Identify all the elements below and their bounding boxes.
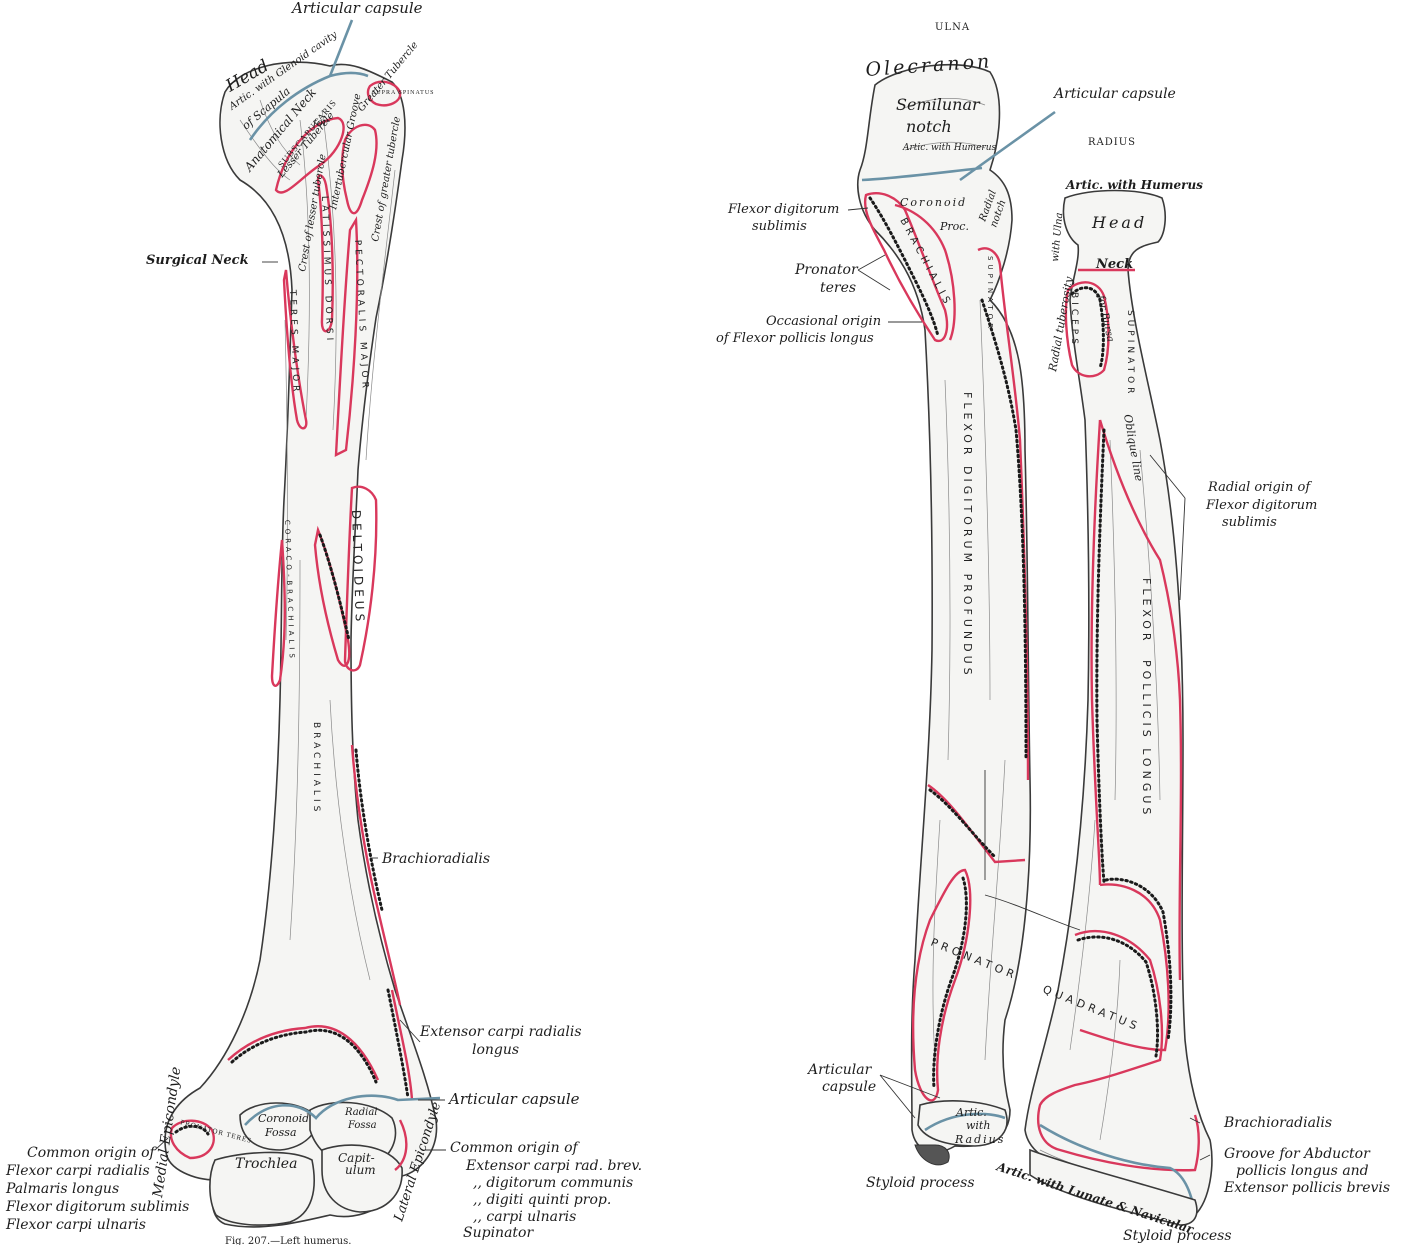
- label-radial-fossa-2: Fossa: [347, 1120, 377, 1131]
- label-semilunar-2: notch: [906, 117, 952, 136]
- label-occasional-1: Occasional origin: [766, 314, 881, 329]
- svg-text:Flexor carpi ulnaris: Flexor carpi ulnaris: [5, 1217, 146, 1233]
- svg-text:Radial origin of: Radial origin of: [1207, 480, 1312, 495]
- label-styloid-ulna: Styloid process: [866, 1175, 975, 1191]
- label-fpl-2: POLLICIS LONGUS: [1140, 660, 1153, 818]
- label-supraspinatus: SUPRA SPINATUS: [372, 90, 435, 96]
- label-teres-major: TERES MAJOR: [287, 289, 301, 396]
- svg-text:Flexor digitorum sublimis: Flexor digitorum sublimis: [5, 1199, 189, 1215]
- humerus: [164, 19, 441, 1228]
- common-origin-flexors: Common origin of Flexor carpi radialis P…: [5, 1145, 189, 1233]
- svg-text:,, digiti quinti prop.: ,, digiti quinti prop.: [473, 1192, 611, 1208]
- label-deltoideus: DELTOIDEUS: [349, 510, 367, 626]
- label-fig-caption: Fig. 207.—Left humerus.: [225, 1236, 351, 1245]
- label-fds-2: sublimis: [752, 219, 807, 234]
- label-coronoid-proc-1: Coronoid: [900, 196, 967, 209]
- svg-text:Flexor digitorum: Flexor digitorum: [1205, 498, 1317, 513]
- svg-text:Common origin of: Common origin of: [27, 1145, 158, 1161]
- articular-capsule-wrist: Articular capsule: [806, 1062, 876, 1095]
- radius-capsule: [1039, 1123, 1197, 1216]
- label-semilunar-1: Semilunar: [896, 95, 981, 114]
- label-occasional-2: of Flexor pollicis longus: [716, 331, 874, 346]
- label-artic-radius-3: Radius: [954, 1133, 1005, 1146]
- svg-text:,, carpi ulnaris: ,, carpi ulnaris: [473, 1209, 576, 1225]
- label-ecrl-1: Extensor carpi radialis: [419, 1024, 582, 1040]
- svg-text:Extensor carpi rad. brev.: Extensor carpi rad. brev.: [465, 1158, 642, 1174]
- label-coronoid-fossa-1: Coronoid: [258, 1112, 309, 1125]
- label-coronoid-proc-2: Proc.: [939, 220, 969, 233]
- label-fds-1: Flexor digitorum: [727, 202, 839, 217]
- label-supinator-ulna: SUPINATOR: [986, 256, 994, 332]
- label-fdp: FLEXOR DIGITORUM PROFUNDUS: [961, 392, 974, 679]
- label-brachioradialis-h: Brachioradialis: [381, 851, 490, 867]
- label-capitulum-1: Capit-: [338, 1151, 375, 1165]
- common-origin-extensors: Common origin of Extensor carpi rad. bre…: [450, 1140, 642, 1241]
- svg-text:Articular: Articular: [806, 1062, 873, 1078]
- svg-text:,, digitorum communis: ,, digitorum communis: [473, 1175, 633, 1191]
- ulna-outline: [857, 63, 1032, 1153]
- svg-text:Extensor pollicis brevis: Extensor pollicis brevis: [1223, 1180, 1390, 1196]
- label-surgical-neck: Surgical Neck: [146, 253, 249, 268]
- label-with-ulna: with Ulna: [1050, 212, 1065, 262]
- label-artic-radius-2: with: [966, 1119, 990, 1132]
- svg-text:Supinator: Supinator: [463, 1225, 534, 1241]
- humerus-outline: [164, 61, 438, 1228]
- label-radial-fossa-1: Radial: [344, 1107, 377, 1118]
- humerus-capsule-top: [248, 71, 369, 141]
- label-radius: RADIUS: [1088, 137, 1136, 148]
- svg-text:Flexor carpi radialis: Flexor carpi radialis: [5, 1163, 150, 1179]
- ulna-capsule: [861, 110, 1056, 182]
- label-radius-neck: Neck: [1095, 257, 1133, 272]
- label-artic-humerus-ulna: Artic. with Humerus: [902, 143, 997, 153]
- label-pronator-teres-1: Pronator: [794, 262, 859, 278]
- groove-apl: Groove for Abductor pollicis longus and …: [1223, 1146, 1390, 1196]
- label-radius-head: Head: [1091, 213, 1147, 232]
- label-brachioradialis-r: Brachioradialis: [1223, 1115, 1332, 1131]
- label-articular-capsule-f: Articular capsule: [1052, 86, 1176, 102]
- label-capitulum-2: ulum: [345, 1163, 376, 1177]
- label-artic-capsule-low: Articular capsule: [447, 1090, 580, 1108]
- svg-text:Common origin of: Common origin of: [450, 1140, 581, 1156]
- label-humerus-top-capsule: Articular capsule: [290, 0, 423, 17]
- label-biceps: BICEPS: [1069, 292, 1079, 348]
- radius: [1024, 189, 1213, 1226]
- label-fpl-1: FLEXOR: [1140, 578, 1153, 645]
- label-for: for: [312, 118, 329, 129]
- label-coronoid-fossa-2: Fossa: [264, 1126, 297, 1139]
- label-ecrl-2: longus: [472, 1042, 519, 1058]
- svg-text:Groove for Abductor: Groove for Abductor: [1224, 1146, 1371, 1162]
- label-artic-radius-1: Artic.: [955, 1106, 987, 1119]
- ulna: [857, 63, 1056, 1166]
- svg-text:sublimis: sublimis: [1222, 515, 1277, 530]
- label-styloid-radius: Styloid process: [1123, 1228, 1232, 1244]
- svg-text:pollicis longus and: pollicis longus and: [1236, 1163, 1369, 1179]
- radial-origin-fds: Radial origin of Flexor digitorum sublim…: [1205, 480, 1317, 530]
- label-artic-humerus-radius: Artic. with Humerus: [1065, 178, 1203, 192]
- label-ulna: ULNA: [935, 22, 970, 33]
- label-pronator-teres-2: teres: [820, 280, 856, 296]
- svg-text:Palmaris longus: Palmaris longus: [5, 1181, 119, 1197]
- svg-text:capsule: capsule: [822, 1079, 876, 1095]
- label-supinator-radius: SUPINATOR: [1125, 310, 1135, 397]
- label-trochlea: Trochlea: [235, 1156, 297, 1172]
- label-brachialis: BRACHIALIS: [311, 722, 321, 815]
